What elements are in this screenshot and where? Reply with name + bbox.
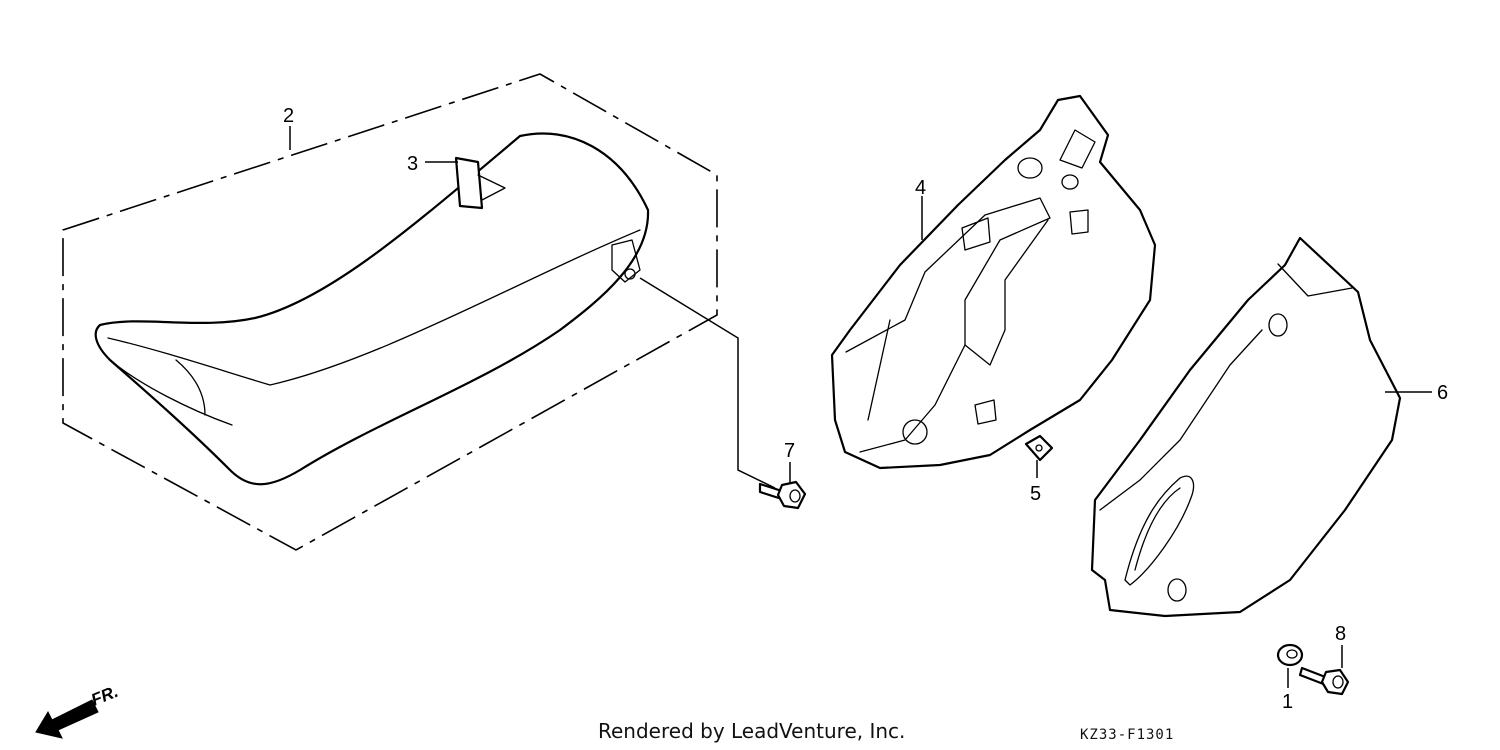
callout-3: 3 (407, 153, 418, 175)
clip-nut-part[interactable] (1024, 434, 1054, 462)
leader-lines (289, 126, 1432, 688)
callout-5: 5 (1030, 483, 1041, 505)
front-direction-arrow-icon (35, 699, 99, 739)
render-credit: Rendered by LeadVenture, Inc. (598, 719, 905, 743)
front-label: FR. (88, 682, 121, 710)
grommet-1-part[interactable] (1276, 643, 1304, 667)
inner-side-cover-part[interactable] (830, 94, 1157, 470)
seat-assembly-boundary (62, 73, 718, 551)
bolt-8-part[interactable] (1298, 666, 1350, 696)
callout-8: 8 (1335, 623, 1346, 645)
callout-6: 6 (1437, 382, 1448, 404)
seat-strap-part[interactable] (454, 156, 506, 210)
diagram-code: KZ33-F1301 (1080, 727, 1174, 743)
side-cover-part[interactable] (1090, 236, 1402, 618)
bolt-7-part[interactable] (758, 480, 807, 510)
callout-2: 2 (283, 105, 294, 127)
callout-1: 1 (1282, 691, 1293, 713)
callout-4: 4 (915, 177, 926, 199)
seat-part[interactable] (94, 132, 650, 486)
callout-7: 7 (784, 440, 795, 462)
